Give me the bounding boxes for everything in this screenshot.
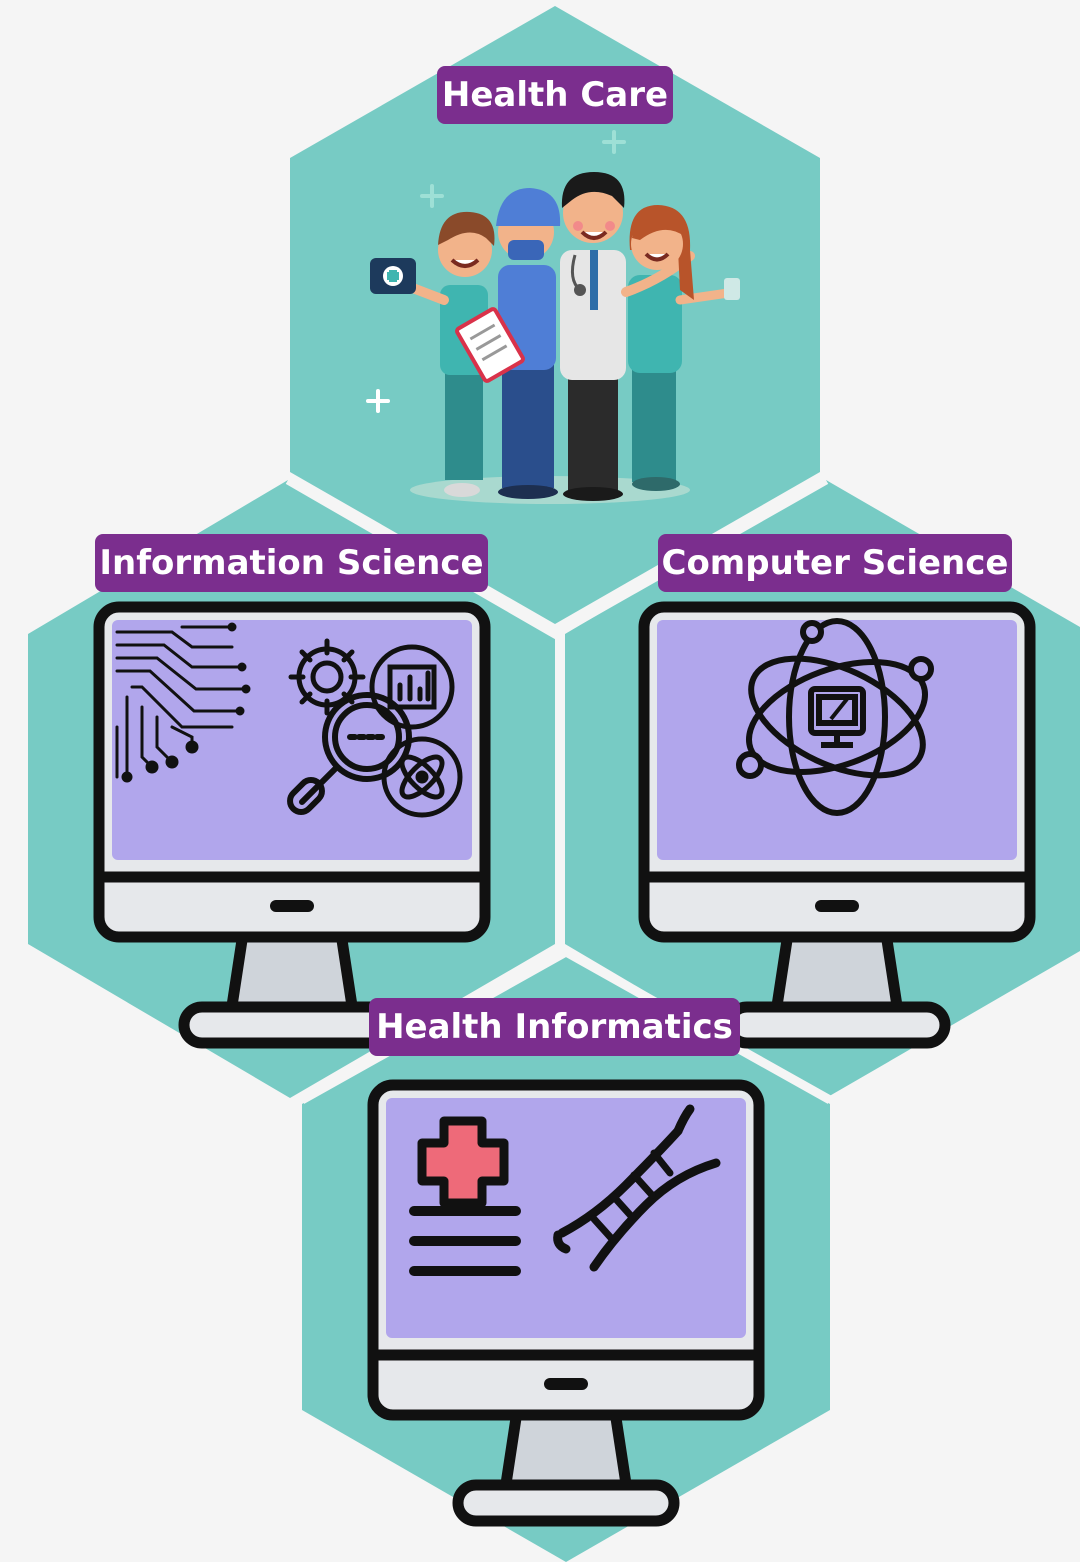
label-information-science: Information Science <box>95 534 488 592</box>
label-health-informatics: Health Informatics <box>369 998 740 1056</box>
atom-computer-icon <box>736 618 934 816</box>
label-health-care: Health Care <box>437 66 673 124</box>
medical-record-dna-icon <box>409 1104 721 1276</box>
computer-science-monitor <box>644 607 1030 1043</box>
medical-team-icon <box>366 130 740 504</box>
data-analysis-icon <box>115 622 463 818</box>
information-science-monitor <box>99 607 485 1043</box>
label-computer-science: Computer Science <box>658 534 1012 592</box>
health-informatics-monitor <box>373 1085 759 1521</box>
